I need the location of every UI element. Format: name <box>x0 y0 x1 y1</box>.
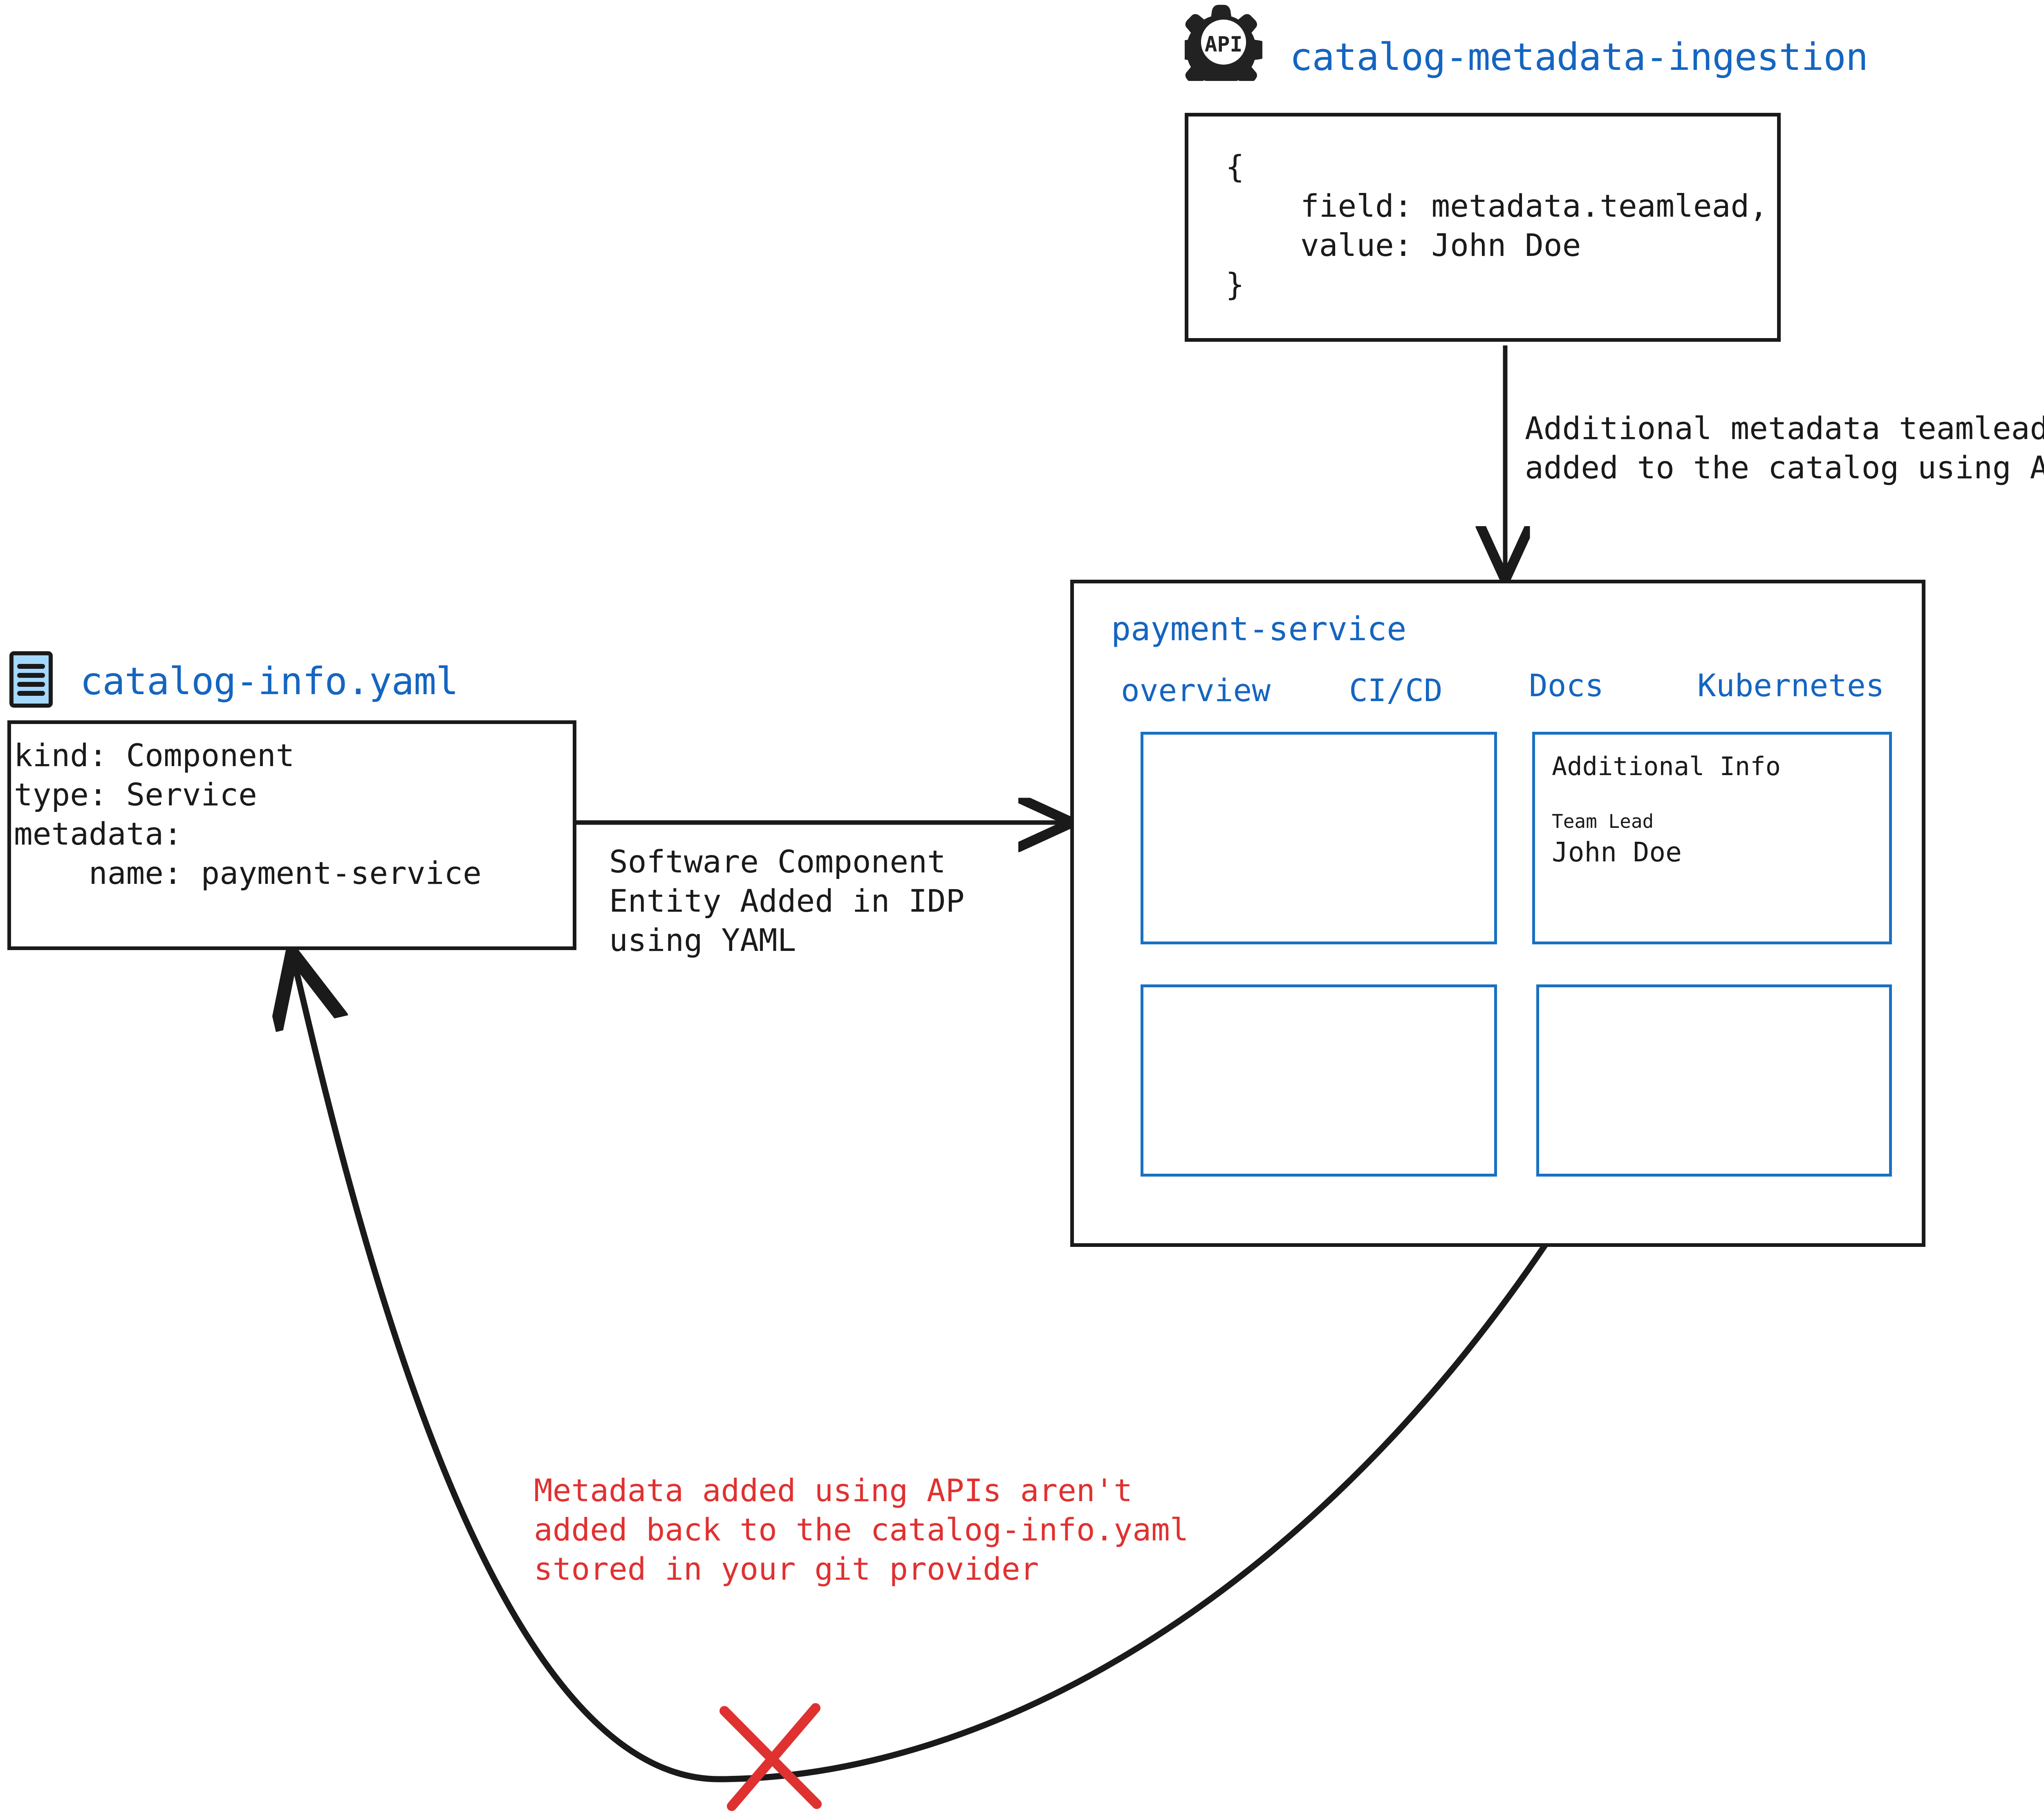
svg-text:API: API <box>1205 32 1243 57</box>
api-node-title: catalog-metadata-ingestion <box>1290 35 1868 79</box>
additional-info-heading: Additional Info <box>1552 751 1781 781</box>
bottom-left-card-2[interactable] <box>1141 984 1497 1177</box>
red-x-icon <box>719 1703 822 1811</box>
tab-docs[interactable]: Docs <box>1529 667 1604 704</box>
yaml-document-icon <box>9 651 53 708</box>
tab-kubernetes[interactable]: Kubernetes <box>1697 667 1885 704</box>
team-lead-value: John Doe <box>1552 836 1682 868</box>
page-title: payment-service <box>1111 610 1407 648</box>
api-json-code: { field: metadata.teamlead, value: John … <box>1226 148 1768 303</box>
blocked-edge-warning: Metadata added using APIs aren't added b… <box>534 1472 1189 1587</box>
api-gear-icon: API <box>1185 3 1262 81</box>
tab-overview[interactable]: overview <box>1121 672 1271 708</box>
team-lead-label: Team Lead <box>1552 810 1654 832</box>
yaml-code: kind: Component type: Service metadata: … <box>14 737 482 891</box>
edge-yaml-to-panel-label: Software Component Entity Added in IDP u… <box>609 843 965 958</box>
overview-card[interactable] <box>1141 732 1497 944</box>
edge-api-to-panel-label: Additional metadata teamlead added to th… <box>1525 410 2044 486</box>
api-json-box <box>1185 113 1781 342</box>
bottom-right-card[interactable] <box>1536 984 1892 1177</box>
yaml-code-box <box>7 720 576 950</box>
yaml-node-title: catalog-info.yaml <box>80 659 459 703</box>
tab-cicd[interactable]: CI/CD <box>1349 672 1443 708</box>
additional-info-card[interactable] <box>1532 732 1892 944</box>
